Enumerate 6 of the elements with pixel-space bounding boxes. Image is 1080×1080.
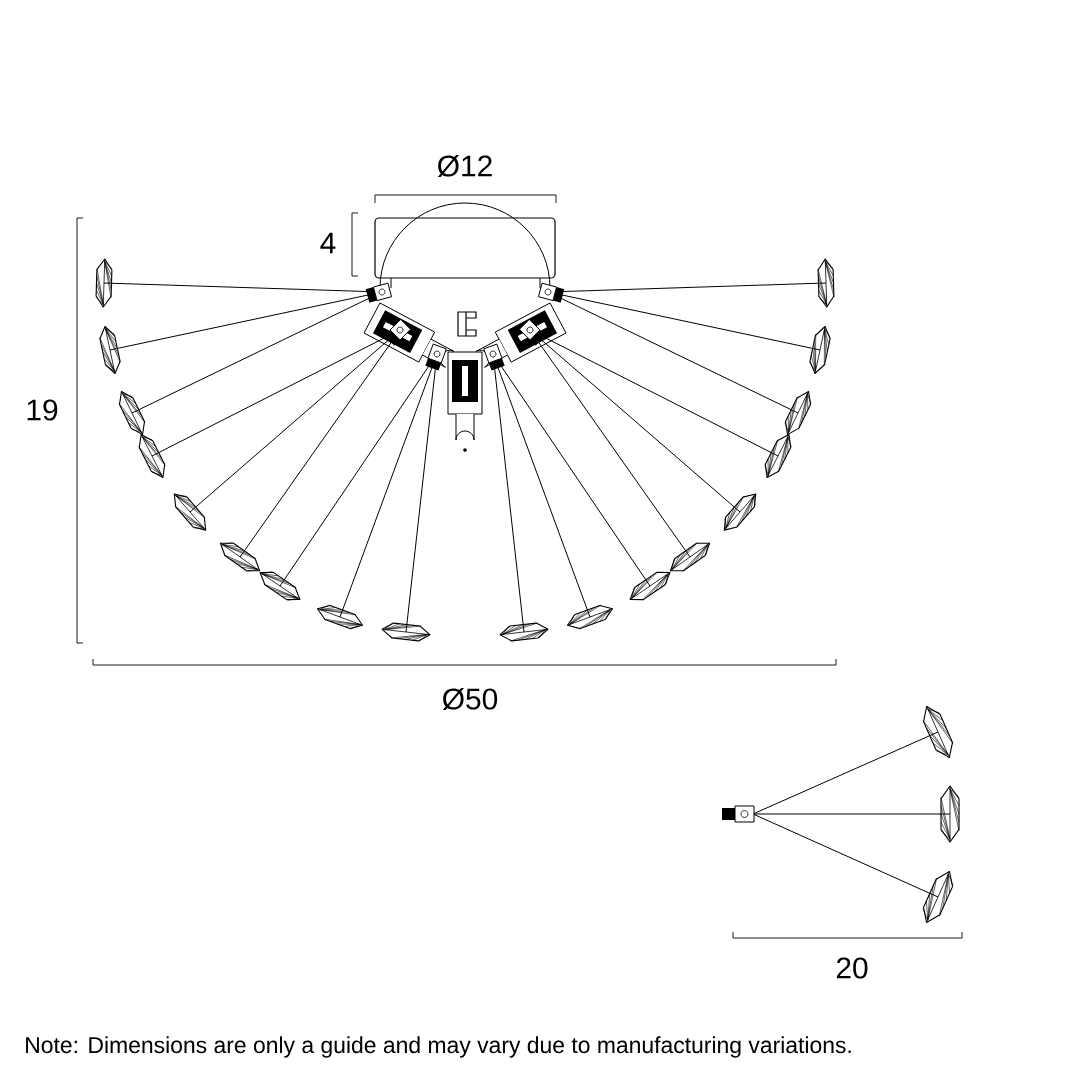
- dimension-label: 20: [836, 957, 868, 979]
- dimension-label: Ø50: [442, 687, 498, 711]
- dimension-label: 4: [320, 232, 336, 254]
- dimension-label: 19: [27, 399, 58, 421]
- note-text: Note: Dimensions are only a guide and may vary due to manufacturing variations.: [26, 1036, 851, 1058]
- dimension-label: Ø12: [437, 154, 492, 178]
